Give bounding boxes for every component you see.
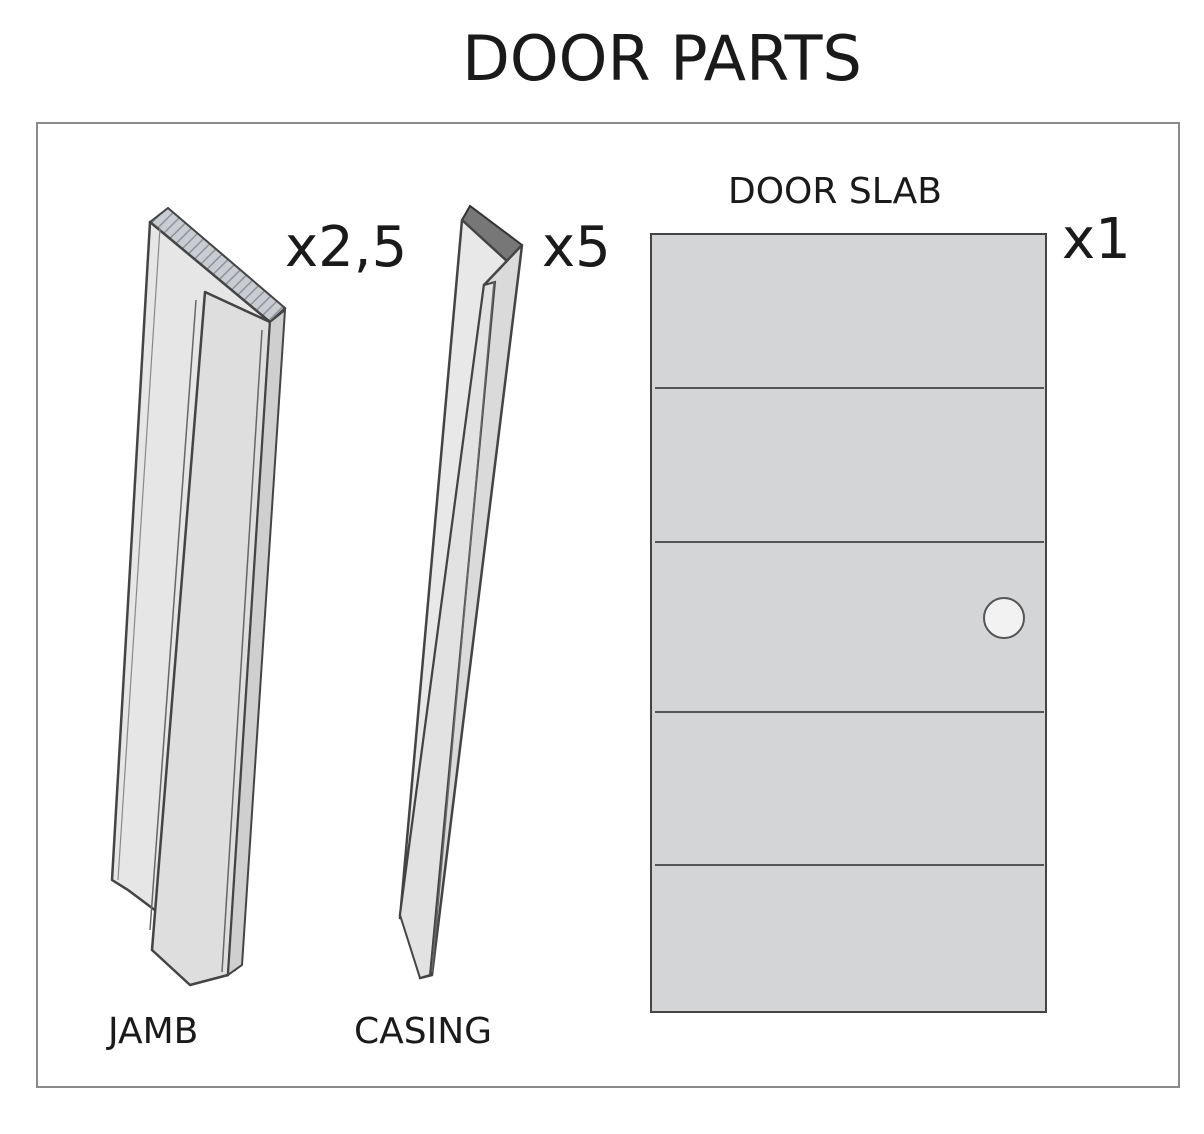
casing-illustration: [398, 204, 524, 980]
jamb-quantity: x2,5: [285, 215, 408, 280]
jamb-illustration: [110, 206, 287, 987]
door-slab-illustration: [650, 233, 1047, 1013]
jamb-side-face: [226, 307, 287, 978]
door-slab-label: DOOR SLAB: [728, 171, 942, 212]
page-title: DOOR PARTS: [462, 22, 862, 95]
casing-quantity: x5: [542, 215, 611, 280]
parts-frame: [36, 122, 1180, 1088]
door-slab-quantity: x1: [1062, 207, 1131, 272]
jamb-label: JAMB: [108, 1011, 199, 1052]
casing-label: CASING: [354, 1011, 493, 1052]
jamb-stop: [150, 290, 272, 987]
door-knob: [983, 597, 1025, 639]
door-slab: [650, 233, 1047, 1013]
